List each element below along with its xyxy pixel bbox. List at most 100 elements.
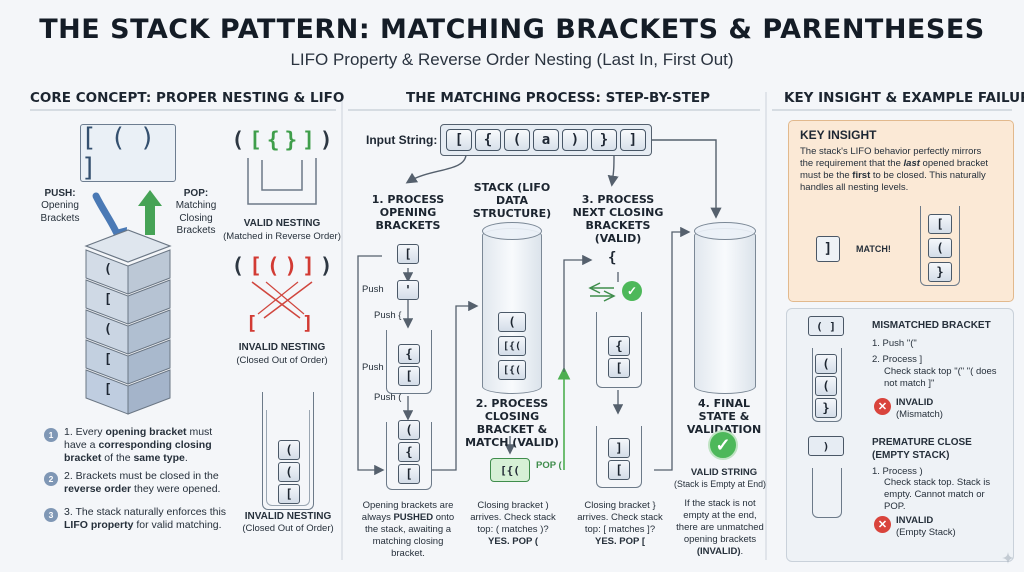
point-text: .	[184, 452, 188, 465]
point-badge: 1	[44, 428, 58, 442]
bracket-char: [	[246, 312, 258, 334]
stack-title: STACK (LIFO DATA STRUCTURE)	[472, 181, 552, 220]
stack-cell: (	[498, 312, 526, 332]
input-char: }	[591, 129, 617, 151]
valid-string-label: VALID STRING	[690, 467, 758, 478]
desc-text: Closing bracket } arrives. Check stack t…	[577, 500, 663, 535]
valid-check-icon: ✓	[708, 430, 738, 460]
mismatch-result: INVALID	[896, 397, 934, 408]
core-stack-graphic	[84, 229, 172, 415]
stack-box-label: (	[104, 322, 112, 337]
desc-bold: PUSHED	[393, 511, 434, 523]
input-char: a	[533, 129, 559, 151]
step2-cell: [{(	[490, 458, 530, 482]
process-heading: THE MATCHING PROCESS: STEP-BY-STEP	[406, 90, 711, 106]
mismatch-title: MISMATCHED BRACKET	[872, 320, 991, 331]
pop-desc: Matching Closing Brackets	[175, 200, 217, 236]
step3-lower-tube	[596, 426, 642, 488]
final-cylinder	[694, 228, 756, 394]
insight-bold: last	[903, 157, 920, 169]
tube-cell: (	[278, 440, 300, 460]
bracket-char: )	[284, 254, 298, 278]
stack-box-label: [	[104, 352, 112, 367]
premature-chip: )	[808, 436, 844, 456]
point-text: for valid matching.	[133, 519, 222, 532]
mismatch-chip: ( ]	[808, 316, 844, 336]
push-title: PUSH:	[44, 188, 76, 199]
premature-result: INVALID	[896, 515, 934, 526]
desc-text: onto the stack, awaiting a matching clos…	[364, 511, 455, 559]
invalid-nesting-brackets: ( [ ( ) ] )	[226, 254, 338, 278]
mismatch-result-sub: (Mismatch)	[896, 409, 943, 420]
sparkle-icon	[1002, 552, 1014, 564]
desc-bold: YES. POP [	[595, 535, 645, 547]
input-char: ]	[620, 129, 646, 151]
desc-bold: (INVALID)	[696, 545, 741, 557]
bracket-char: (	[231, 128, 245, 152]
match-label: MATCH!	[856, 244, 891, 254]
stage-b-cell: [	[398, 464, 420, 484]
valid-nesting-brackets: ( [ { } ] )	[226, 128, 338, 152]
step3-upper-tube	[596, 312, 642, 388]
step3-cell: [	[608, 460, 630, 480]
stage-a-cell: {	[398, 344, 420, 364]
stage-b-cell: (	[398, 420, 420, 440]
point-bold: same type	[133, 452, 185, 465]
page-title: THE STACK PATTERN: MATCHING BRACKETS & P…	[39, 14, 985, 45]
invalid-nesting-desc: (Closed Out of Order)	[236, 355, 328, 366]
point-bold: corresponding closing bracket	[64, 439, 212, 465]
step3-title: 3. PROCESS NEXT CLOSING BRACKETS (VALID)	[572, 193, 664, 245]
bracket-char: )	[319, 128, 333, 152]
push-brace-label: Push {	[374, 310, 402, 321]
valid-nesting-desc: (Matched in Reverse Order)	[223, 231, 341, 242]
tube-cell: (	[278, 462, 300, 482]
mismatch-tube	[812, 348, 842, 422]
step3-cell: ]	[608, 438, 630, 458]
tube-title: INVALID NESTING	[244, 511, 332, 522]
stack-box-label: [	[104, 292, 112, 307]
stack-cylinder-top	[482, 222, 542, 240]
core-top-brackets: [ ( ) ]	[80, 123, 176, 183]
point-text: must have a	[64, 426, 213, 452]
stack-cell: [{(	[498, 360, 526, 380]
stage-b-tube	[386, 422, 432, 490]
input-char: {	[475, 129, 501, 151]
premature-detail: Check stack top. Stack is empty. Cannot …	[884, 477, 991, 512]
key-insight-box	[788, 120, 1014, 302]
input-char: (	[504, 129, 530, 151]
key-insight-text: The stack's LIFO behavior perfectly mirr…	[800, 146, 996, 194]
point-bold: LIFO property	[64, 519, 134, 532]
core-heading: CORE CONCEPT: PROPER NESTING & LIFO	[30, 90, 345, 106]
step3-cell: {	[608, 336, 630, 356]
point-3: 3. The stack naturally enforces this LIF…	[64, 506, 234, 532]
bracket-char: ]	[302, 312, 314, 334]
bracket-char: {	[266, 128, 280, 152]
push-label: Push	[362, 284, 384, 295]
bracket-char: (	[266, 254, 280, 278]
point-bold: opening bracket	[105, 426, 187, 438]
step3-desc: Closing bracket } arrives. Check stack t…	[574, 500, 666, 548]
invalid-nesting-title: INVALID NESTING	[238, 342, 326, 353]
premature-step1: 1. Process )	[872, 466, 923, 477]
final-cylinder-top	[694, 222, 756, 240]
match-cell: [	[928, 214, 952, 234]
invalid-tube	[262, 392, 314, 510]
mismatch-detail: Check stack top "(" "( does not match ]"	[884, 366, 997, 389]
match-cell: }	[928, 262, 952, 282]
match-cell: (	[928, 238, 952, 258]
input-label: Input String:	[366, 133, 438, 147]
step2-title: 2. PROCESS CLOSING BRACKET & MATCH (VALI…	[465, 397, 559, 449]
match-tube	[920, 206, 960, 286]
bracket-char: [	[249, 254, 262, 278]
tube-cell: [	[278, 484, 300, 504]
step2-desc: Closing bracket ) arrives. Check stack t…	[466, 500, 560, 548]
valid-string-sub: (Stack is Empty at End)	[674, 479, 766, 489]
stack-cell: [{(	[498, 336, 526, 356]
pop-title: POP:	[183, 188, 209, 199]
step3-cell: [	[608, 358, 630, 378]
mismatch-cell: }	[815, 398, 837, 418]
invalid-x-icon: ✕	[874, 516, 891, 533]
point-1: 1. Every opening bracket must have a cor…	[64, 426, 234, 465]
page-subtitle: LIFO Property & Reverse Order Nesting (L…	[290, 50, 734, 69]
premature-title: PREMATURE CLOSE (EMPTY STACK)	[872, 437, 972, 461]
